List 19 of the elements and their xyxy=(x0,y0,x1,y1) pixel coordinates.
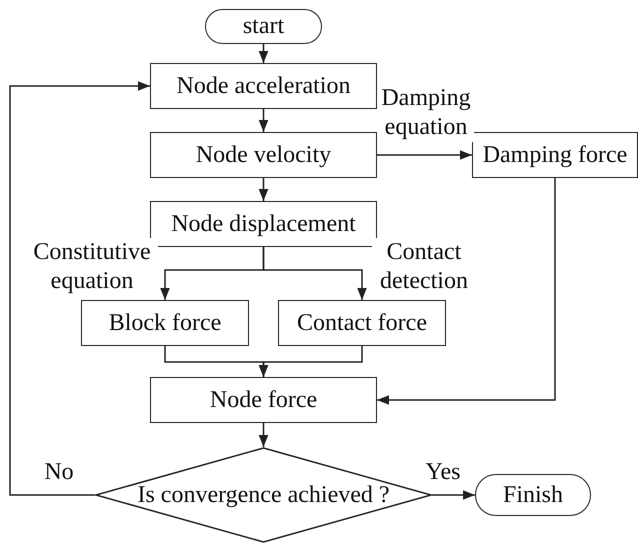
process-box: Damping force xyxy=(472,132,638,178)
arrow xyxy=(9,81,150,496)
arrow xyxy=(258,44,268,63)
arrow xyxy=(432,490,475,500)
process-box: Contact force xyxy=(278,300,446,346)
arrow xyxy=(258,178,268,201)
arrow xyxy=(377,150,472,160)
process-box: Block force xyxy=(81,300,249,346)
process-box: Node force xyxy=(150,377,377,423)
terminal-box: Finish xyxy=(475,474,591,516)
terminal-box: start xyxy=(205,9,322,44)
arrow xyxy=(377,178,556,405)
arrow xyxy=(258,423,268,447)
arrow xyxy=(258,109,268,132)
arrow xyxy=(258,346,363,377)
arrow xyxy=(262,247,367,300)
process-box: Node acceleration xyxy=(150,63,377,109)
process-box: Node displacement xyxy=(150,201,377,247)
process-box: Node velocity xyxy=(150,132,377,178)
